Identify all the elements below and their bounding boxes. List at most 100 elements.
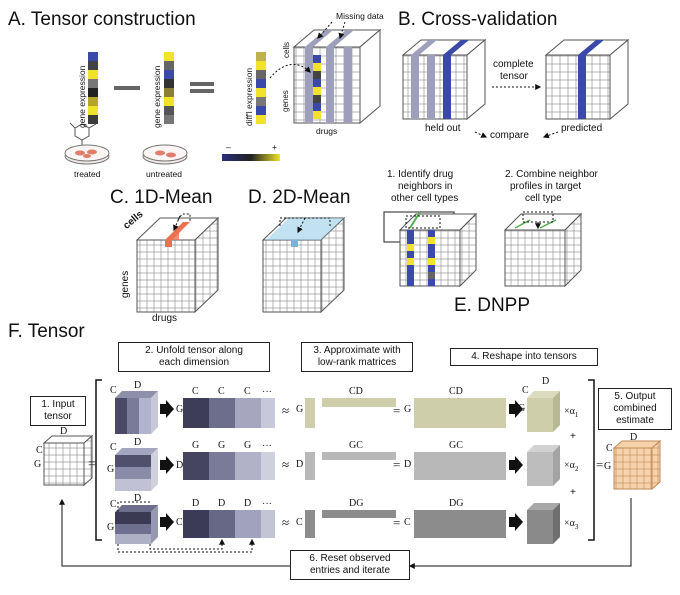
row2-unfolded: [183, 452, 275, 480]
step2-box: 2. Unfold tensor along each dimension: [118, 342, 270, 372]
r1-rf-cd: CD: [349, 386, 363, 397]
genes-axis-label-c: genes: [120, 270, 131, 298]
r2-u-g1: G: [192, 440, 200, 451]
r2-p-gc: GC: [449, 440, 463, 451]
cube-predicted: [544, 38, 630, 121]
panel-e-title: E. DNPP: [454, 295, 531, 316]
r1-out-g: G: [518, 403, 526, 414]
r2-lf-d: D: [296, 459, 304, 470]
r1-alpha: ×α1: [564, 406, 579, 419]
panel-b-title: B. Cross-validation: [398, 9, 558, 30]
dnpp-step1-line3: other cell types: [391, 193, 459, 204]
step3-box: 3. Approximate with low-rank matrices: [301, 342, 413, 372]
dnpp-step2-line2: profiles in target: [510, 181, 582, 192]
gene-expression-label-2: gene expression: [152, 65, 162, 128]
panel-a-graphics: [64, 21, 382, 165]
r3-p-dg: DG: [449, 498, 464, 509]
step6-box: 6. Reset observed entries and iterate: [290, 550, 410, 580]
panel-f-title: F. Tensor: [8, 321, 85, 342]
r2-cube-d: D: [134, 437, 142, 448]
drugs-axis-label-a: drugs: [316, 126, 338, 136]
row2-left-factor: [305, 452, 315, 480]
plus-1: +: [570, 431, 576, 442]
input-c-label: C: [36, 445, 43, 456]
input-equals: =: [88, 457, 96, 472]
panel-d-title: D. 2D-Mean: [248, 187, 351, 208]
r2-cube-g: G: [107, 464, 115, 475]
r3-rf-dg: DG: [349, 498, 364, 509]
r3-u-d2: D: [218, 498, 226, 509]
minus-sign: [114, 86, 140, 90]
row2-cube: [115, 448, 158, 491]
r3-u-d1: D: [192, 498, 200, 509]
expression-strip-diff: [256, 52, 266, 124]
untreated-label: untreated: [146, 169, 182, 179]
row1-cube: [115, 391, 158, 434]
expression-strip-untreated: [164, 52, 174, 124]
r2-p-d: D: [404, 459, 412, 470]
r1-p-g: G: [404, 404, 412, 415]
output-equals: =: [596, 457, 604, 472]
input-d-label: D: [60, 426, 68, 437]
gene-expression-label-1: gene expression: [77, 65, 87, 128]
panel-c-title: C. 1D-Mean: [110, 187, 213, 208]
panel-d-graphics: [261, 216, 346, 314]
r2-rf-gc: GC: [349, 440, 363, 451]
tensor-cube-a: [292, 28, 382, 125]
r1-p-cd: CD: [449, 386, 463, 397]
r2-alpha: ×α2: [564, 460, 579, 473]
r3-alpha: ×α3: [564, 518, 579, 531]
step5-box: 5. Output combined estimate: [598, 388, 672, 430]
cube-held-out: [401, 38, 487, 121]
complete-label: complete: [493, 59, 534, 70]
out-g: G: [604, 461, 612, 472]
input-tensor-cube: [43, 442, 85, 486]
dnpp-step2-line1: 2. Combine neighbor: [505, 169, 598, 180]
r1-u-c1: C: [192, 386, 199, 397]
row1-product: [414, 398, 506, 428]
row1-unfolded: [183, 398, 275, 428]
r1-ellipsis: ···: [262, 386, 272, 397]
tensor-label: tensor: [500, 71, 528, 82]
predicted-label: predicted: [561, 123, 603, 134]
r2-u-g3: G: [244, 440, 252, 451]
dnpp-step2-line3: cell type: [525, 193, 562, 204]
dnpp-step1-line1: 1. Identify drug: [387, 169, 454, 180]
row1-reshaped-cube: [527, 398, 553, 432]
r3-equals: =: [393, 515, 401, 530]
r2-equals: =: [393, 457, 401, 472]
panel-e-graphics: [383, 211, 583, 288]
cells-axis-label-a: cells: [282, 41, 291, 58]
input-g-label: G: [34, 459, 42, 470]
genes-axis-label-a: genes: [281, 90, 290, 112]
r3-ellipsis: ···: [262, 498, 272, 509]
row2-right-factor: [322, 452, 396, 460]
r1-cube-c: C: [110, 385, 117, 396]
row1-right-factor: [322, 398, 396, 407]
plus-2: +: [570, 487, 576, 498]
row3-left-factor: [305, 510, 315, 538]
dish-untreated: [142, 144, 188, 165]
r1-equals: =: [393, 403, 401, 418]
out-d: D: [630, 432, 638, 443]
panel-f-graphics: [42, 379, 662, 569]
r2-row-d: D: [176, 460, 184, 471]
row2-reshaped-cube: [527, 452, 553, 486]
step4-box: 4. Reshape into tensors: [450, 348, 598, 366]
r2-approx: ≈: [282, 457, 290, 472]
scale-max-label: +: [272, 142, 277, 152]
r3-row-c: C: [176, 517, 183, 528]
missing-data-label: Missing data: [336, 11, 384, 21]
diff-expression-label: diff'l expression: [244, 67, 254, 126]
r3-u-d3: D: [244, 498, 252, 509]
r3-lf-c: C: [296, 517, 303, 528]
step1-box: 1. Input tensor: [30, 396, 86, 426]
r3-p-c: C: [404, 517, 411, 528]
r3-cube-d: D: [134, 493, 142, 504]
dnpp-step1-line2: neighbors in: [398, 181, 453, 192]
r1-cube-d: D: [134, 380, 142, 391]
insert-arrow: [269, 64, 311, 79]
compare-label: compare: [490, 130, 529, 141]
r3-approx: ≈: [282, 515, 290, 530]
